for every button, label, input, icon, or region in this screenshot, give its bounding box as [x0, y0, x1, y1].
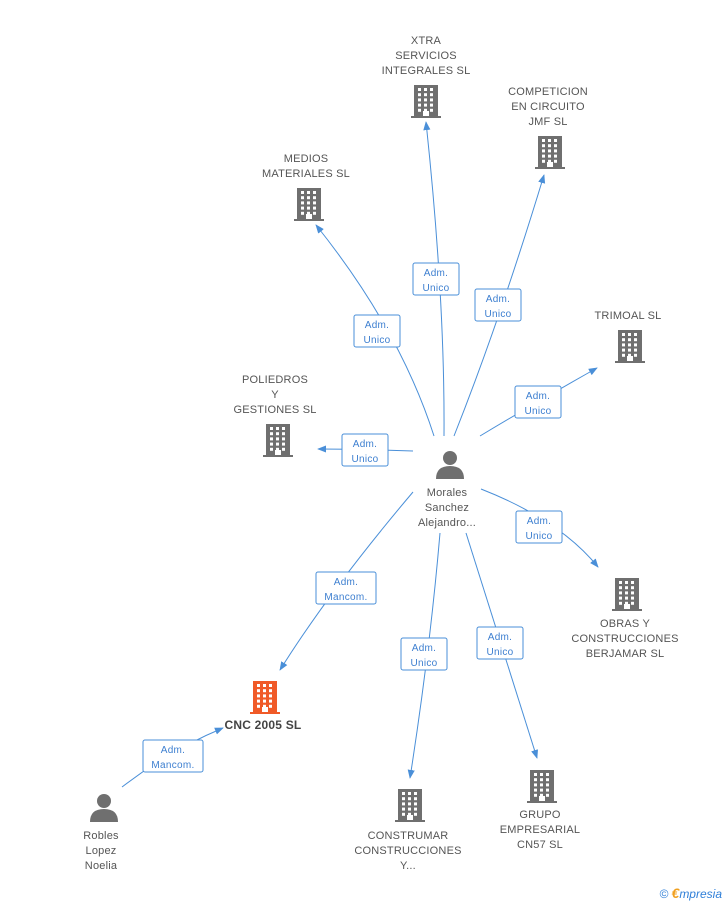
role-badge[interactable] — [341, 433, 389, 467]
role-badge-text: Adm. — [527, 516, 552, 527]
node-label: Morales — [427, 487, 468, 499]
role-badge-text: Unico — [525, 531, 552, 542]
node-label: EN CIRCUITO — [511, 101, 585, 113]
node-trimoal[interactable]: TRIMOAL SL — [595, 310, 662, 363]
edge-morales-medios: Adm. Unico — [315, 224, 435, 437]
role-badge-text: Unico — [484, 309, 511, 320]
role-badge-text: Adm. — [161, 745, 186, 756]
role-badge-text: Unico — [351, 454, 378, 465]
node-construmar[interactable]: CONSTRUMAR CONSTRUCCIONES Y... — [354, 789, 461, 872]
node-label: Alejandro... — [418, 517, 476, 529]
node-label: SERVICIOS — [395, 50, 457, 62]
role-badge[interactable] — [142, 739, 204, 773]
node-label: INTEGRALES SL — [382, 65, 471, 77]
brand-logo-icon: € — [671, 885, 680, 901]
person-icon[interactable] — [436, 451, 464, 479]
role-badge-text: Mancom. — [151, 760, 194, 771]
role-badge-text: Adm. — [334, 577, 359, 588]
role-badge[interactable] — [515, 510, 563, 544]
role-badge[interactable] — [400, 637, 448, 671]
node-medios[interactable]: MEDIOS MATERIALES SL — [262, 153, 350, 221]
role-badge-text: Adm. — [353, 439, 378, 450]
role-badge[interactable] — [353, 314, 401, 348]
node-cnc[interactable]: CNC 2005 SL — [225, 681, 302, 732]
node-label: EMPRESARIAL — [500, 824, 580, 836]
brand-name: mpresia — [679, 887, 722, 901]
node-label: CONSTRUCCIONES — [571, 633, 678, 645]
node-label: BERJAMAR SL — [586, 648, 665, 660]
node-label: GRUPO — [519, 809, 561, 821]
role-badge-text: Adm. — [424, 268, 449, 279]
building-icon[interactable] — [263, 424, 293, 457]
edge-morales-xtra: Adm. Unico — [412, 121, 460, 437]
role-badge-text: Unico — [410, 658, 437, 669]
node-label: MEDIOS — [284, 153, 329, 165]
role-badge-text: Mancom. — [324, 592, 367, 603]
building-icon[interactable] — [615, 330, 645, 363]
node-label: Lopez — [86, 845, 117, 857]
edge-morales-cnc: Adm. Mancom. — [279, 491, 414, 671]
nodes-layer: XTRA SERVICIOS INTEGRALES SL COMPETICION EN … — [83, 35, 678, 872]
node-label: Y — [271, 389, 279, 401]
role-badge[interactable] — [474, 288, 522, 322]
role-badge-text: Unico — [363, 335, 390, 346]
role-badge-text: Adm. — [526, 391, 551, 402]
node-label: OBRAS Y — [600, 618, 651, 630]
node-label: CONSTRUCCIONES — [354, 845, 461, 857]
role-badge-text: Adm. — [365, 320, 390, 331]
role-badge-text: Adm. — [486, 294, 511, 305]
building-icon[interactable] — [411, 85, 441, 118]
node-competicion[interactable]: COMPETICION EN CIRCUITO JMF SL — [508, 86, 588, 169]
edges-layer: Adm.UnicoAdm.UnicoAdm.UnicoAdm.UnicoAdm.… — [121, 121, 599, 788]
node-poliedros[interactable]: POLIEDROS Y GESTIONES SL — [233, 374, 316, 457]
edge-morales-trimoal: Adm. Unico — [479, 367, 598, 437]
role-badge-text: Adm. — [488, 632, 513, 643]
building-icon[interactable] — [395, 789, 425, 822]
node-label: CONSTRUMAR — [368, 830, 449, 842]
edge-morales-competicion: Adm. Unico — [453, 174, 546, 437]
node-label: TRIMOAL SL — [595, 310, 662, 322]
role-badge-text: Adm. — [412, 643, 437, 654]
building-icon[interactable] — [535, 136, 565, 169]
role-badge[interactable] — [514, 385, 562, 419]
node-obras[interactable]: OBRAS Y CONSTRUCCIONES BERJAMAR SL — [571, 578, 678, 660]
brand-footer[interactable]: ©€mpresia — [660, 885, 722, 901]
node-label: Sanchez — [425, 502, 469, 514]
role-badge-text: Unico — [486, 647, 513, 658]
node-label: GESTIONES SL — [233, 404, 316, 416]
role-badge-text: Unico — [524, 406, 551, 417]
node-label: MATERIALES SL — [262, 168, 350, 180]
node-label: POLIEDROS — [242, 374, 308, 386]
node-label: COMPETICION — [508, 86, 588, 98]
edge-morales-poliedros: Adm. Unico — [317, 433, 414, 467]
node-label: Robles — [83, 830, 119, 842]
node-label: XTRA — [411, 35, 442, 47]
building-icon[interactable] — [250, 681, 280, 714]
copyright-icon: © — [659, 887, 669, 901]
building-icon[interactable] — [294, 188, 324, 221]
node-label: Y... — [400, 860, 416, 872]
node-label: JMF SL — [528, 116, 567, 128]
edge-morales-grupo: Adm. Unico — [465, 532, 539, 759]
node-morales[interactable]: MoralesSanchezAlejandro... — [418, 451, 476, 529]
role-badge-text: Unico — [422, 283, 449, 294]
node-grupo[interactable]: GRUPO EMPRESARIAL CN57 SL — [500, 770, 580, 851]
node-xtra[interactable]: XTRA SERVICIOS INTEGRALES SL — [382, 35, 471, 118]
building-icon[interactable] — [527, 770, 557, 803]
edge-morales-obras: Adm. Unico — [480, 488, 599, 568]
role-badge[interactable] — [476, 626, 524, 660]
edge-robles-cnc: Adm. Mancom. — [121, 727, 224, 788]
node-label: CNC 2005 SL — [225, 718, 302, 732]
building-icon[interactable] — [612, 578, 642, 611]
role-badge[interactable] — [315, 571, 377, 605]
person-icon[interactable] — [90, 794, 118, 822]
edge-morales-construmar: Adm. Unico — [400, 532, 448, 779]
role-badge[interactable] — [412, 262, 460, 296]
node-label: Noelia — [85, 860, 118, 872]
node-label: CN57 SL — [517, 839, 563, 851]
